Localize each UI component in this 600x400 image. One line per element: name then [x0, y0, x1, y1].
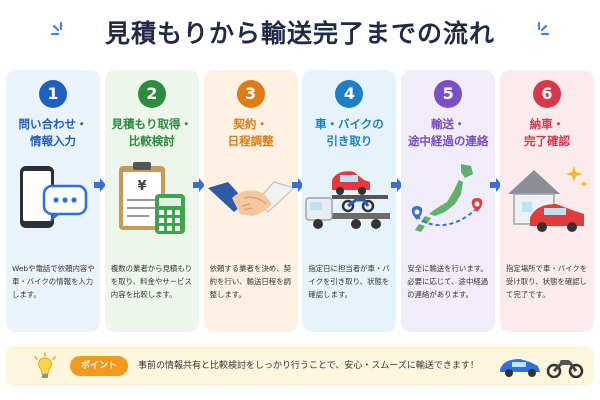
- step-card-3: 3 契約・ 日程調整 依頼する業者を決め、契約を行い、輸送日程を調整します。: [203, 70, 298, 332]
- tip-badge: ポイント: [70, 356, 128, 376]
- clipboard-calculator-icon: ¥: [118, 162, 185, 234]
- step-number-badge: 3: [236, 80, 265, 108]
- step-card-1: 1 問い合わせ・ 情報入力 Webや電話で依頼内容や車・バイクの情報を入力します…: [6, 70, 100, 332]
- lightbulb-icon: [34, 352, 56, 378]
- step-card-4: 4 車・バイクの 引き取り 指定日に担当者が車・バイクを引き取り、状態を確認しま…: [302, 70, 397, 332]
- step-description: Webや電話で依頼内容や車・バイクの情報を入力します。: [12, 264, 95, 299]
- motorcycle-icon: [546, 360, 584, 378]
- svg-text:¥: ¥: [137, 179, 146, 194]
- page-title: 見積もりから輸送完了までの流れ: [104, 19, 495, 48]
- step-title: 輸送・ 途中経過の連絡: [407, 117, 489, 148]
- tip-text: 事前の情報共有と比較検討をしっかり行うことで、安心・スムーズに輸送できます！: [138, 361, 479, 371]
- header: 見積もりから輸送完了までの流れ: [0, 14, 600, 50]
- step-title: 問い合わせ・ 情報入力: [18, 117, 88, 148]
- step-card-5: 5 輸送・ 途中経過の連絡 安全に輸送を行います。必要に応じて、途中経過の連絡が…: [401, 70, 496, 332]
- steps-row: 1 問い合わせ・ 情報入力 Webや電話で依頼内容や車・バイクの情報を入力します…: [6, 70, 594, 332]
- arrow-right-icon: [292, 178, 304, 192]
- carrier-truck-icon: [305, 171, 391, 229]
- step-number-badge: 1: [39, 80, 67, 108]
- handshake-icon: [207, 181, 295, 216]
- step-number-badge: 2: [137, 80, 166, 108]
- step-number-badge: 4: [335, 80, 364, 108]
- arrow-right-icon: [490, 178, 502, 192]
- step-description: 指定日に担当者が車・バイクを引き取り、状態を確認します。: [308, 264, 390, 299]
- step-card-2: 2 見積もり取得・ 比較検討 ¥ 複数の業者から見積もりを取り、料金やサービス内…: [104, 70, 199, 332]
- step-title: 契約・ 日程調整: [227, 117, 274, 148]
- step-title: 車・バイクの 引き取り: [315, 117, 384, 148]
- step-description: 指定場所で車・バイクを受け取り、状態を確認して完了です。: [506, 264, 588, 299]
- step-title: 見積もり取得・ 比較検討: [111, 117, 193, 148]
- arrow-right-icon: [193, 178, 205, 192]
- sparkle-right-icon: [537, 21, 550, 36]
- japan-map-route-icon: [411, 164, 483, 232]
- arrow-right-icon: [391, 178, 403, 192]
- step-description: 安全に輸送を行います。必要に応じて、途中経過の連絡があります。: [407, 264, 489, 299]
- smartphone-chat-icon: [20, 166, 88, 228]
- tip-banner: ポイント 事前の情報共有と比較検討をしっかり行うことで、安心・スムーズに輸送でき…: [6, 346, 594, 386]
- house-car-icon: [508, 166, 588, 232]
- step-card-6: 6 納車・ 完了確認 指定場所で車・バイクを受け取り、状態を確認して完了です。: [500, 70, 594, 332]
- car-icon: [500, 359, 540, 377]
- step-title: 納車・ 完了確認: [524, 117, 570, 148]
- step-description: 依頼する業者を決め、契約を行い、輸送日程を調整します。: [209, 264, 291, 299]
- step-number-badge: 6: [533, 80, 561, 108]
- step-description: 複数の業者から見積もりを取り、料金やサービス内容を比較します。: [110, 264, 193, 299]
- sparkle-left-icon: [50, 21, 63, 36]
- arrow-right-icon: [94, 178, 106, 192]
- step-number-badge: 5: [434, 80, 463, 108]
